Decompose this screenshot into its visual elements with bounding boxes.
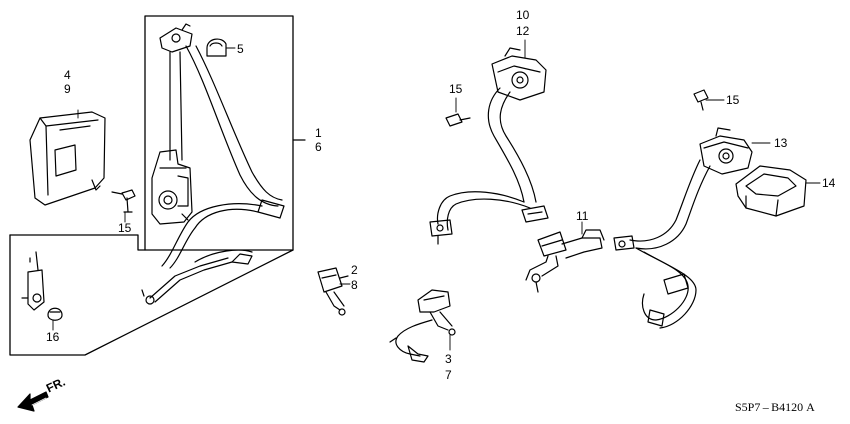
anchor-cap	[206, 38, 227, 57]
retractor-cover	[735, 165, 807, 217]
callout-13: 13	[774, 136, 788, 150]
buckle-front-right	[389, 289, 456, 363]
front-seat-belt-assembly	[141, 23, 285, 305]
detail-frame	[9, 234, 294, 356]
flange-bolt-rear-center	[445, 113, 471, 127]
callout-15-front: 15	[118, 221, 132, 235]
callout-4: 4	[64, 68, 71, 82]
callout-2: 2	[351, 263, 358, 277]
callout-14: 14	[822, 176, 836, 190]
leader-lines	[52, 39, 821, 351]
callout-16: 16	[46, 330, 60, 344]
callout-7: 7	[445, 368, 452, 382]
height-adjuster-detail	[21, 251, 63, 321]
trim-cover	[29, 111, 106, 206]
flange-bolt-front	[111, 189, 136, 213]
callout-12: 12	[516, 24, 530, 38]
rear-center-seat-belt	[429, 47, 549, 245]
callout-1: 1	[315, 126, 322, 140]
callout-6: 6	[315, 140, 322, 154]
flange-bolt-rear-outer	[693, 89, 709, 111]
buckle-front-left	[317, 267, 349, 316]
callout-11: 11	[576, 209, 589, 223]
callout-9: 9	[64, 82, 71, 96]
rear-buckle	[525, 229, 605, 293]
callout-8: 8	[351, 278, 358, 292]
fr-direction-arrow	[17, 391, 49, 412]
callout-10: 10	[516, 8, 530, 22]
callout-3: 3	[445, 352, 452, 366]
callout-5: 5	[237, 42, 244, 56]
rear-outer-seat-belt	[613, 127, 753, 329]
callout-15-rear-outer: 15	[726, 93, 740, 107]
diagram-code: S5P7 – B4120 A	[735, 400, 815, 414]
callout-15-rear-center: 15	[449, 82, 463, 96]
